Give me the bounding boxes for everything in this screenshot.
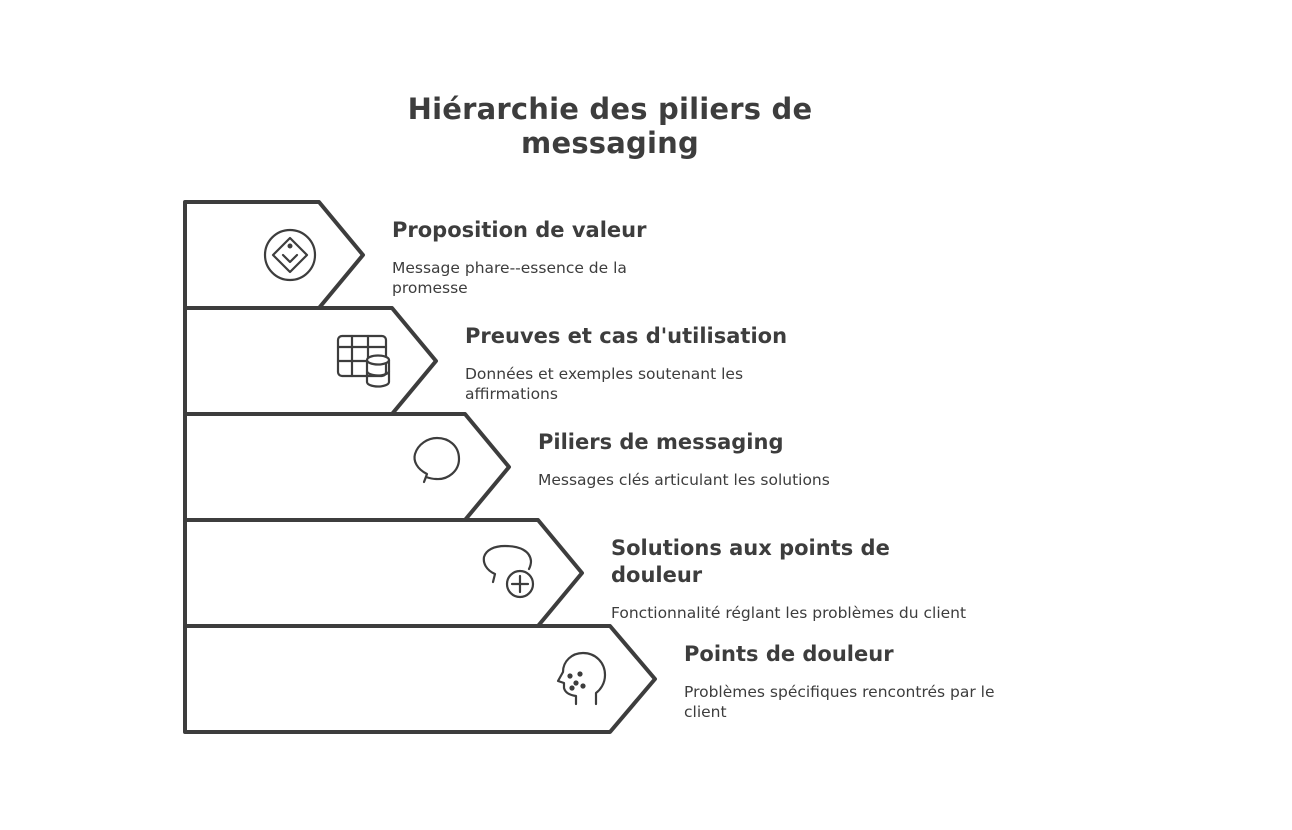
level-description: Problèmes spécifiques rencontrés par le … — [684, 683, 995, 721]
level-label-4: Solutions aux points de douleur Fonction… — [611, 535, 1031, 623]
level-arrow-2 — [183, 306, 438, 416]
level-title: Piliers de messaging — [538, 430, 784, 454]
level-title: Points de douleur — [684, 642, 894, 666]
level-description: Données et exemples soutenant les affirm… — [465, 365, 744, 403]
level-label-3: Piliers de messaging Messages clés artic… — [538, 429, 958, 490]
level-arrow-3 — [183, 412, 511, 522]
diagram-title: Hiérarchie des piliers de messaging — [407, 92, 813, 160]
level-title: Proposition de valeur — [392, 218, 647, 242]
level-arrow-4 — [183, 518, 584, 628]
level-description: Fonctionnalité réglant les problèmes du … — [611, 604, 967, 622]
table-database-icon — [336, 334, 391, 388]
diamond-badge-icon — [263, 228, 317, 282]
level-label-5: Points de douleur Problèmes spécifiques … — [684, 641, 1034, 722]
level-title: Preuves et cas d'utilisation — [465, 324, 788, 348]
chat-add-icon — [482, 544, 535, 599]
level-title: Solutions aux points de douleur — [611, 536, 890, 587]
speech-bubble-icon — [413, 436, 461, 484]
level-label-1: Proposition de valeur Message phare--ess… — [392, 217, 692, 298]
head-profile-icon — [556, 651, 607, 706]
level-arrow-5 — [183, 624, 657, 734]
level-description: Messages clés articulant les solutions — [538, 471, 830, 489]
level-label-2: Preuves et cas d'utilisation Données et … — [465, 323, 795, 404]
level-description: Message phare--essence de la promesse — [392, 259, 627, 297]
